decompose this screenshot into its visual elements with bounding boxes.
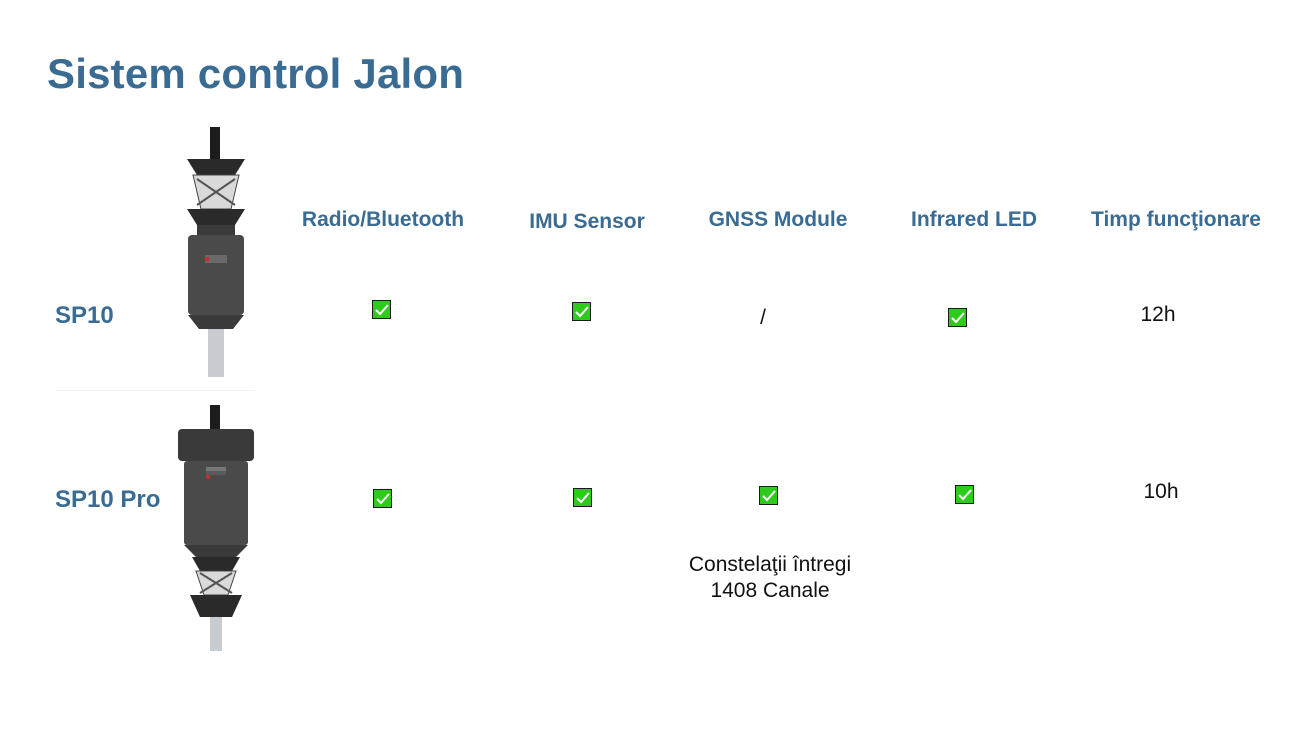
gnss-module-note: Constelaţii întregi 1408 Canale xyxy=(689,552,851,604)
checkbox-checked-icon xyxy=(573,488,592,507)
row-label-sp10: SP10 xyxy=(55,302,114,329)
checkbox-checked-icon xyxy=(572,302,591,321)
gnss-module-value-sp10: / xyxy=(760,306,766,329)
runtime-value-sp10: 12h xyxy=(1140,303,1176,326)
column-header-runtime: Timp funcţionare xyxy=(1091,208,1261,231)
gnss-note-line-1: Constelaţii întregi xyxy=(688,553,852,576)
page-title: Sistem control Jalon xyxy=(47,50,465,97)
checkbox-checked-icon xyxy=(373,489,392,508)
column-header-gnss-module: GNSS Module xyxy=(708,208,848,231)
column-header-infrared-led: Infrared LED xyxy=(910,208,1038,231)
gnss-note-line-2: 1408 Canale xyxy=(710,579,830,602)
checkbox-checked-icon xyxy=(759,486,778,505)
row-label-sp10-pro: SP10 Pro xyxy=(55,486,161,513)
checkbox-checked-icon xyxy=(372,300,391,319)
checkbox-checked-icon xyxy=(955,485,974,504)
row-divider xyxy=(55,390,255,391)
column-header-imu-sensor: IMU Sensor xyxy=(529,210,645,233)
runtime-value-sp10-pro: 10h xyxy=(1143,480,1179,503)
column-header-radio-bluetooth: Radio/Bluetooth xyxy=(301,208,465,231)
checkbox-checked-icon xyxy=(948,308,967,327)
sp10-pro-device-image xyxy=(178,405,254,651)
sp10-device-image xyxy=(187,127,245,377)
